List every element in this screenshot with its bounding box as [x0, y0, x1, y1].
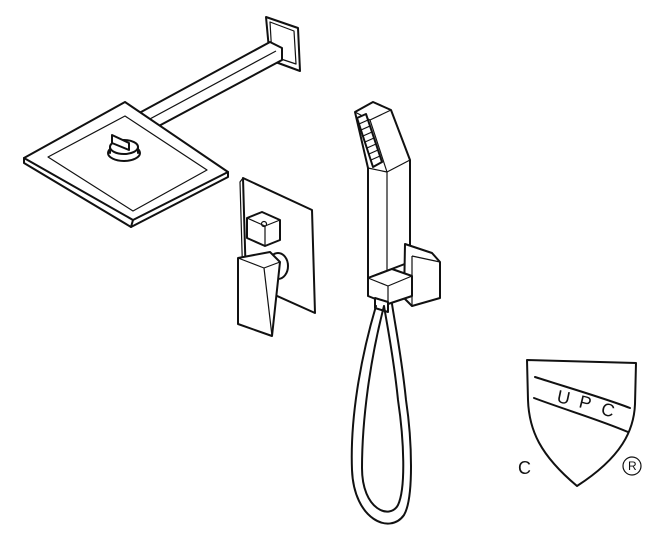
shower-hose-icon [350, 303, 412, 525]
registered-mark: R [628, 459, 637, 473]
country-mark: C [518, 458, 531, 478]
upc-certification-logo: U P C C R [518, 359, 642, 487]
upc-letter-u: U [555, 386, 572, 408]
hand-shower-icon [354, 101, 411, 279]
upc-letter-p: P [577, 391, 593, 413]
upc-letter-c: C [599, 399, 617, 422]
mixing-valve-trim-icon [237, 177, 316, 337]
rain-shower-head-icon [23, 101, 229, 228]
